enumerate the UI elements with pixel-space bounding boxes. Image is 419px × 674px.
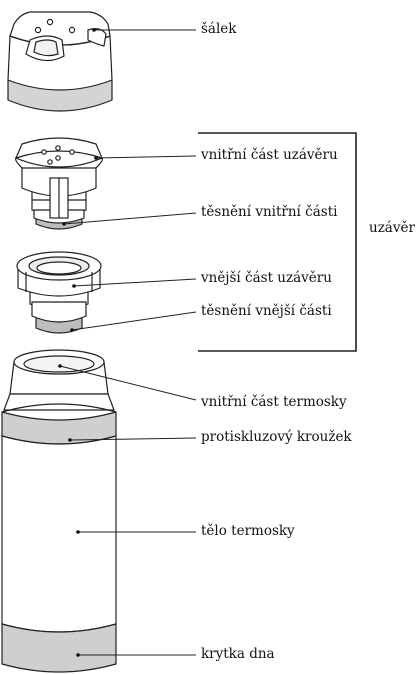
leader-outer-cap bbox=[73, 278, 197, 287]
cup-dot bbox=[68, 26, 76, 34]
bottom-cover-shape bbox=[1, 623, 117, 673]
inner-cap-hole bbox=[69, 149, 75, 155]
label-bottom-cover: krytka dna bbox=[201, 646, 275, 662]
cup-dot bbox=[46, 18, 54, 26]
label-outer-cap: vnější část uzávěru bbox=[201, 270, 332, 286]
closure-bracket bbox=[198, 132, 357, 352]
flask-part bbox=[1, 349, 117, 673]
label-inner-flask: vnitřní část termosky bbox=[201, 394, 347, 410]
cup-grip-inner bbox=[33, 39, 59, 57]
inner-cap-grip bbox=[95, 157, 103, 169]
inner-cap-hole bbox=[47, 159, 53, 165]
leader-inner-cap-seal bbox=[63, 212, 197, 225]
label-closure-group: uzávěr bbox=[369, 220, 415, 236]
leader-outer-cap-seal bbox=[71, 311, 197, 331]
inner-cap-hole bbox=[55, 155, 61, 161]
label-cup: šálek bbox=[201, 21, 237, 37]
label-anti-slip-ring: protiskluzový kroužek bbox=[201, 429, 352, 445]
label-inner-cap: vnitřní část uzávěru bbox=[201, 147, 338, 163]
inner-cap-part bbox=[14, 137, 104, 230]
flask-body-shape bbox=[1, 435, 117, 633]
label-outer-cap-seal: těsnění vnější části bbox=[201, 303, 332, 319]
label-inner-cap-seal: těsnění vnitřní části bbox=[201, 204, 338, 220]
inner-cap-grip bbox=[15, 157, 23, 169]
leader-inner-cap bbox=[95, 155, 197, 159]
cup-part bbox=[7, 11, 113, 112]
outer-cap-opening-inner bbox=[36, 261, 82, 275]
outer-cap-part bbox=[16, 251, 102, 334]
outer-cap-thread-2 bbox=[31, 301, 87, 323]
leader-dots bbox=[58, 28, 98, 657]
cup-dot bbox=[34, 26, 42, 34]
inner-cap-hole bbox=[41, 149, 47, 155]
inner-flask-mouth-inner bbox=[23, 355, 95, 373]
inner-cap-hole bbox=[55, 145, 61, 151]
leader-anti-slip bbox=[69, 437, 197, 441]
leader-lines bbox=[59, 29, 197, 656]
cup-side-tab bbox=[87, 28, 107, 47]
leader-inner-flask bbox=[59, 365, 197, 401]
label-body: tělo termosky bbox=[201, 523, 295, 539]
